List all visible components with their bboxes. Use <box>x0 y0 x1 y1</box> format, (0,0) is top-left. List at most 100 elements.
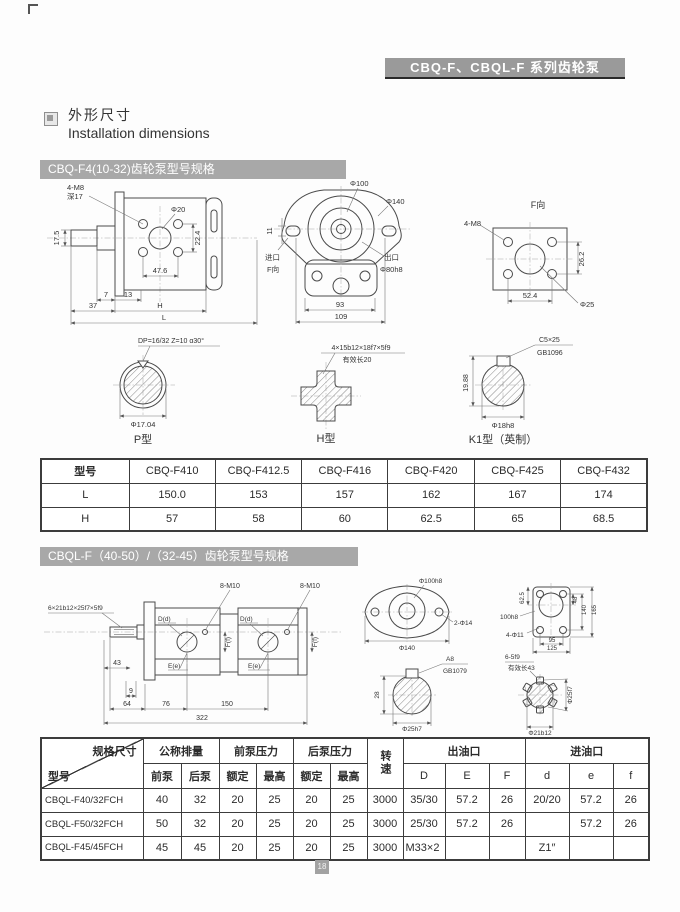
rect-flange-dimension-lines <box>519 586 594 654</box>
t2-cell: 25 <box>255 787 294 813</box>
t2-cell: 20 <box>292 811 331 837</box>
shaft-h-label: H型 <box>317 431 336 445</box>
rect-spigot: 100h8 <box>500 614 518 621</box>
t2-cell: 25 <box>329 811 368 837</box>
t2-sub: F <box>488 762 526 789</box>
t1-header: CBQ-F410 <box>128 458 216 484</box>
t1-header: CBQ-F416 <box>301 458 389 484</box>
t2-cell: 26 <box>488 787 526 813</box>
dim-322: 322 <box>196 715 208 722</box>
banner-cbqlf-spec: CBQL-F（40-50）/（32-45）齿轮泵型号规格 <box>40 547 358 566</box>
dim-phi140: Φ140 <box>386 197 405 206</box>
dim-150: 150 <box>221 701 233 708</box>
dim-bolt-depth: 深17 <box>67 192 83 201</box>
t2-cell: 26 <box>612 787 650 813</box>
t2-group-outlet: 出油口 <box>402 737 526 764</box>
t2-group-rear-pressure: 后泵压力 <box>292 737 368 764</box>
dim-L: L <box>162 313 166 322</box>
t1-cell: 60 <box>301 506 389 532</box>
t2-cell: 3000 <box>366 835 404 861</box>
t2-group-front-pressure: 前泵压力 <box>218 737 294 764</box>
t2-cell: 20 <box>218 835 257 861</box>
dim-13: 13 <box>124 290 132 299</box>
drawing-shaft-k1: C5×25 GB1096 19.88 Φ18h8 K1型（英制） <box>463 337 573 446</box>
shaft-h-geometry <box>291 362 361 430</box>
bolt-spec-rear: 8-M10 <box>300 583 320 590</box>
shaft-p-label: P型 <box>134 432 152 446</box>
t2-sub: d <box>524 762 570 789</box>
key-shaft-dimension-lines <box>380 663 468 726</box>
t2-sub: D <box>402 762 446 789</box>
t2-corner-spec-label: 规格尺寸 <box>92 746 137 758</box>
t2-cell: 25 <box>329 835 368 861</box>
t2-row: CBQL-F45/45FCH 45 45 20 25 20 25 3000 M3… <box>40 835 650 861</box>
shaft-k1-height: 19.88 <box>463 374 470 392</box>
section-title-zh: 外形尺寸 <box>68 107 132 123</box>
t1-header: CBQ-F432 <box>560 458 648 484</box>
shaft-k1-label: K1型（英制） <box>469 432 537 446</box>
t2-sub: 最高 <box>255 762 294 789</box>
e-label-rear: E(e) <box>248 663 260 670</box>
dim-109: 109 <box>335 312 348 321</box>
t1-header: CBQ-F412.5 <box>214 458 303 484</box>
bolt-spec-front: 8-M10 <box>220 583 240 590</box>
t2-cell: 3000 <box>366 811 404 837</box>
key-shaft-dia: Φ25h7 <box>402 726 422 733</box>
t2-cell <box>488 835 526 861</box>
t2-cell: 40 <box>142 787 182 813</box>
t1-cell: 153 <box>214 482 303 508</box>
t1-cell: 167 <box>473 482 562 508</box>
t2-cell: 25 <box>329 787 368 813</box>
t2-row: CBQL-F40/32FCH 40 32 20 25 20 25 3000 35… <box>40 787 650 813</box>
drawing-pump-front-view: Φ100 Φ140 11 进口 F向 出口 Φ80h8 93 109 <box>265 179 410 324</box>
t1-header-model: 型号 <box>40 458 130 484</box>
dim-93: 93 <box>336 300 344 309</box>
dim-17-5: 17.5 <box>52 231 61 246</box>
rect-holes: 4-Φ11 <box>506 632 524 639</box>
f-view-title: F向 <box>531 199 546 210</box>
t2-group-displacement: 公称排量 <box>142 737 220 764</box>
dim-52-4: 52.4 <box>523 291 538 300</box>
oval-spigot-dia: Φ100h8 <box>419 578 443 585</box>
t2-cell: 57.2 <box>444 787 490 813</box>
spec-table-cbqlf: 规格尺寸 型号 公称排量 前泵压力 后泵压力 转速 出油口 进油口 前泵 后泵 … <box>40 737 651 861</box>
t2-cell <box>524 811 570 837</box>
t2-cell: 45 <box>142 835 182 861</box>
t2-cell: 57.2 <box>568 787 614 813</box>
outlet-label: 出口 <box>384 252 399 262</box>
t2-corner-model-label: 型号 <box>48 770 70 783</box>
dim-76: 76 <box>162 701 170 708</box>
rect-dim-95: 95 <box>549 638 556 644</box>
rect-flange-geometry <box>528 583 576 642</box>
t2-cell: 50 <box>142 811 182 837</box>
t1-cell: 68.5 <box>560 506 648 532</box>
t2-cell <box>568 835 614 861</box>
t1-cell: 65 <box>473 506 562 532</box>
t1-header: CBQ-F425 <box>473 458 562 484</box>
dim-22-4: 22.4 <box>193 231 202 246</box>
rect-dim-165: 165 <box>592 604 598 615</box>
dim-phi100: Φ100 <box>350 179 369 188</box>
shaft-h-dimension-lines <box>321 352 405 375</box>
oval-holes: 2-Φ14 <box>454 620 473 627</box>
t2-corner-cell: 规格尺寸 型号 <box>40 737 144 789</box>
t2-cell: 26 <box>612 811 650 837</box>
rect-dim-125: 125 <box>547 646 558 652</box>
outlet-spigot-dia: Φ80h8 <box>380 265 403 274</box>
shaft-p-dimension-lines <box>119 345 220 419</box>
page-header-title: CBQ-F、CBQL-F 系列齿轮泵 <box>385 58 625 79</box>
spline-section-length: 有效长43 <box>508 663 535 672</box>
key-shaft-geometry <box>388 668 436 718</box>
dimension-table-cbqf4: 型号 CBQ-F410 CBQ-F412.5 CBQ-F416 CBQ-F420… <box>40 458 648 532</box>
t2-row: CBQL-F50/32FCH 50 32 20 25 20 25 3000 25… <box>40 811 650 837</box>
t1-cell: 150.0 <box>128 482 216 508</box>
oval-flange-geometry <box>362 584 454 642</box>
t2-cell: 32 <box>180 787 220 813</box>
t2-sub: 额定 <box>218 762 257 789</box>
t2-speed-label: 转速 <box>379 750 391 777</box>
page-number-badge: 18 <box>315 860 329 874</box>
t2-cell: 25/30 <box>402 811 446 837</box>
rect-dim-140: 140 <box>582 604 588 615</box>
pump-side-dimension-lines <box>61 195 258 325</box>
